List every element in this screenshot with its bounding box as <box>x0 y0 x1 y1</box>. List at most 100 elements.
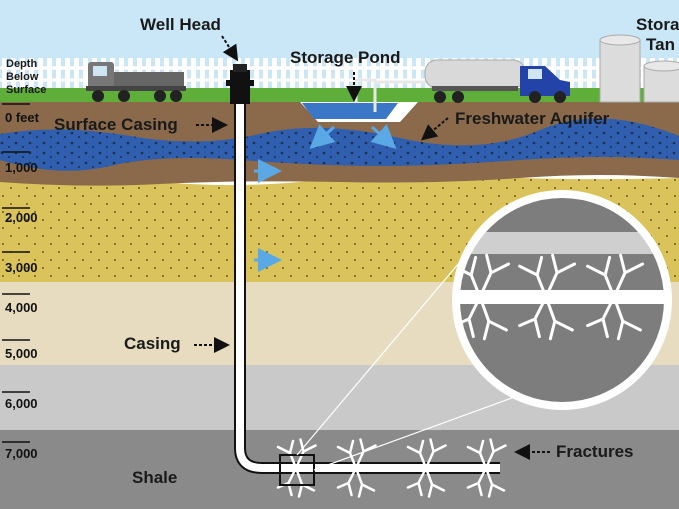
depth-mark: 4,000 <box>5 300 38 315</box>
fracture-crack <box>544 253 577 299</box>
fence-picket <box>83 58 88 88</box>
fracture-crack <box>406 439 428 470</box>
fence-picket <box>182 58 187 88</box>
fence-picket <box>272 58 277 88</box>
fence-picket <box>200 58 205 88</box>
zoom-line-1 <box>296 249 471 456</box>
grass <box>0 88 679 102</box>
fence-picket <box>362 58 367 88</box>
label-shale: Shale <box>132 468 177 487</box>
fence-picket <box>344 58 349 88</box>
label-depth-2: Below <box>6 71 39 83</box>
label-casing: Casing <box>124 334 181 353</box>
fence-picket <box>389 58 394 88</box>
depth-mark: 0 feet <box>5 110 40 125</box>
fence-picket <box>74 58 79 88</box>
fracture-crack <box>544 295 574 341</box>
fence-picket <box>569 58 574 88</box>
arrow-well-head <box>221 35 239 62</box>
arrow-freshwater-aquifer <box>420 117 449 141</box>
fracture-crack <box>466 439 488 470</box>
fracture-crack <box>612 295 642 341</box>
fracture-crack <box>518 295 548 339</box>
fence-picket <box>254 58 259 88</box>
depth-mark: 1,000 <box>5 160 38 175</box>
fence-picket <box>29 58 34 88</box>
storage-pond <box>302 103 398 119</box>
fence-picket <box>326 58 331 88</box>
fracture-crack <box>478 295 508 341</box>
label-well-head: Well Head <box>140 15 221 34</box>
depth-mark: 2,000 <box>5 210 38 225</box>
depth-mark: 7,000 <box>5 446 38 461</box>
fence-picket <box>290 58 295 88</box>
fence-picket <box>227 58 232 88</box>
fracture-crack <box>484 466 506 498</box>
fence-picket <box>308 58 313 88</box>
fence-picket <box>578 58 583 88</box>
tanker-truck <box>424 59 570 103</box>
depth-mark: 5,000 <box>5 346 38 361</box>
fracture-crack <box>586 295 616 339</box>
fence-picket <box>20 58 25 88</box>
label-storage-tanks-2: Tan <box>646 35 675 54</box>
label-storage-tanks-1: Stora <box>636 15 679 34</box>
fence-picket <box>281 58 286 88</box>
fence-picket <box>11 58 16 88</box>
fracture-crack <box>354 466 376 498</box>
fracture-crack <box>336 439 358 470</box>
fence-picket <box>209 58 214 88</box>
fence-picket <box>191 58 196 88</box>
fence-picket <box>353 58 358 88</box>
fracture-crack <box>406 466 428 497</box>
fracture-crack <box>478 253 511 299</box>
fence-picket <box>587 58 592 88</box>
fence-picket <box>47 58 52 88</box>
well-head <box>226 64 254 104</box>
fence-picket <box>218 58 223 88</box>
fence-picket <box>398 58 403 88</box>
label-depth-1: Depth <box>6 58 37 70</box>
fence-picket <box>335 58 340 88</box>
label-freshwater-aquifer: Freshwater Aquifer <box>455 109 610 128</box>
fence-picket <box>263 58 268 88</box>
flow-arrows <box>254 124 397 272</box>
fracture-crack <box>276 439 298 470</box>
fence-picket <box>416 58 421 88</box>
fracture-crack <box>336 466 358 497</box>
label-fractures: Fractures <box>556 442 633 461</box>
zoom-line-2 <box>313 394 521 471</box>
fence-picket <box>596 58 601 88</box>
fence-picket <box>551 58 556 88</box>
depth-mark: 6,000 <box>5 396 38 411</box>
fracture-crack <box>424 438 447 470</box>
label-surface-casing: Surface Casing <box>54 115 178 134</box>
label-storage-pond: Storage Pond <box>290 48 401 67</box>
fence-picket <box>299 58 304 88</box>
zoom-circle <box>452 190 672 410</box>
fracture-crack <box>586 255 616 299</box>
fence-picket <box>2 58 7 88</box>
storage-tanks <box>599 34 679 103</box>
label-depth-3: Surface <box>6 84 46 96</box>
fracture-crack <box>294 438 317 470</box>
aquifer-texture <box>0 118 679 171</box>
fence-picket <box>38 58 43 88</box>
depth-ticks <box>2 103 30 443</box>
fracture-crack <box>424 466 446 498</box>
fence-picket <box>56 58 61 88</box>
fence-picket <box>371 58 376 88</box>
fence-picket <box>65 58 70 88</box>
fence-picket <box>317 58 322 88</box>
fence-picket <box>380 58 385 88</box>
fracture-crack <box>518 255 548 299</box>
fence-picket <box>407 58 412 88</box>
well-casing <box>236 104 500 472</box>
fence-picket <box>560 58 565 88</box>
truck-left <box>86 62 186 102</box>
depth-mark: 3,000 <box>5 260 38 275</box>
fracture-crack <box>466 466 488 497</box>
fracture-crack <box>484 438 507 470</box>
